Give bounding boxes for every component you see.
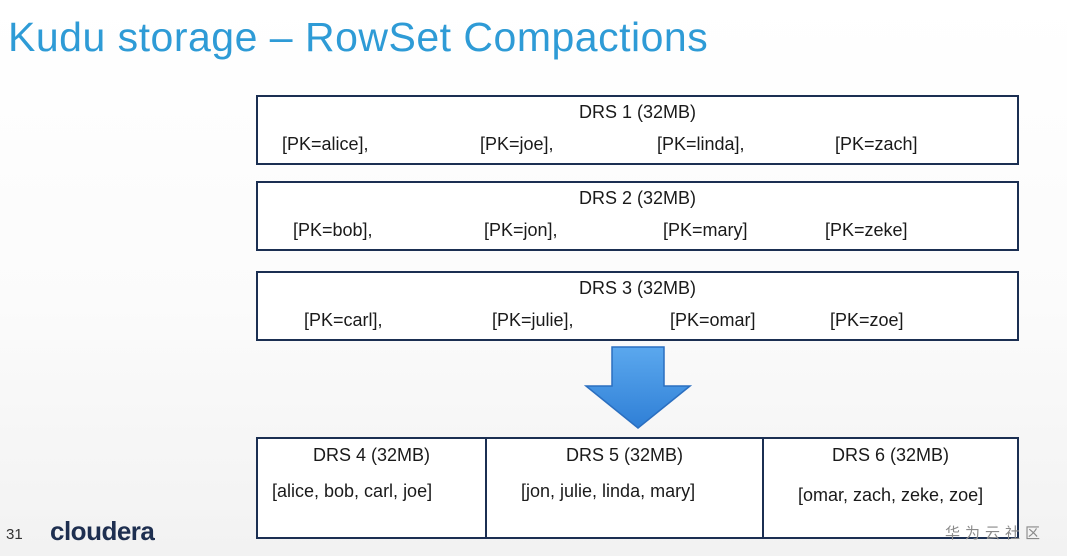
drs-box-2: DRS 2 (32MB) [PK=bob], [PK=jon], [PK=mar… [256,181,1019,251]
drs-key: [PK=omar] [670,310,756,330]
drs-title: DRS 2 (32MB) [578,188,697,208]
drs-key: [PK=joe], [480,134,554,154]
drs-box-1: DRS 1 (32MB) [PK=alice], [PK=joe], [PK=l… [256,95,1019,165]
drs-key: [PK=julie], [492,310,574,330]
page-number: 31 [6,526,23,543]
drs-key: [PK=zeke] [825,220,908,240]
drs-key: [PK=zach] [835,134,918,154]
cloudera-logo: cloudera [50,516,155,546]
drs-title: DRS 6 (32MB) [831,445,950,465]
drs-content: [omar, zach, zeke, zoe] [798,485,984,505]
drs-key: [PK=jon], [484,220,558,240]
drs-key: [PK=bob], [293,220,373,240]
drs-title: DRS 4 (32MB) [312,445,431,465]
drs-box-5: DRS 5 (32MB) [jon, julie, linda, mary] [485,437,764,539]
drs-title: DRS 1 (32MB) [578,102,697,122]
compaction-arrow-icon [584,346,692,429]
drs-box-6: DRS 6 (32MB) [omar, zach, zeke, zoe] [762,437,1019,539]
drs-content: [jon, julie, linda, mary] [521,481,696,501]
drs-key: [PK=carl], [304,310,383,330]
drs-box-3: DRS 3 (32MB) [PK=carl], [PK=julie], [PK=… [256,271,1019,341]
watermark: 华为云社区 [945,525,1046,542]
drs-key: [PK=zoe] [830,310,904,330]
drs-title: DRS 3 (32MB) [578,278,697,298]
drs-box-4: DRS 4 (32MB) [alice, bob, carl, joe] [256,437,487,539]
drs-key: [PK=alice], [282,134,369,154]
slide-title: Kudu storage – RowSet Compactions [8,14,709,60]
drs-content: [alice, bob, carl, joe] [272,481,433,501]
drs-title: DRS 5 (32MB) [565,445,684,465]
drs-key: [PK=mary] [663,220,748,240]
drs-key: [PK=linda], [657,134,745,154]
